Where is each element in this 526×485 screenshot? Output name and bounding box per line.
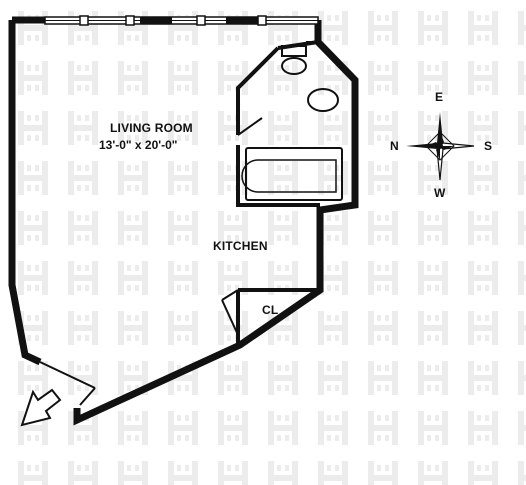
windows — [44, 15, 319, 26]
compass-west-label: W — [434, 186, 446, 200]
compass-north-label: N — [390, 139, 399, 153]
closet-label: CL — [262, 303, 279, 317]
entry-arrow-icon — [20, 388, 62, 427]
compass-south-label: S — [484, 139, 493, 153]
closet — [221, 288, 320, 345]
compass-east-label: E — [435, 90, 444, 104]
entry-door — [39, 361, 96, 406]
compass-rose-icon — [406, 112, 475, 181]
exterior-walls — [8, 16, 359, 426]
living-room-dimensions: 13'-0" x 20'-0" — [99, 138, 178, 152]
kitchen-label: KITCHEN — [213, 239, 268, 253]
bathroom — [236, 40, 343, 207]
living-room-label: LIVING ROOM — [110, 121, 193, 135]
